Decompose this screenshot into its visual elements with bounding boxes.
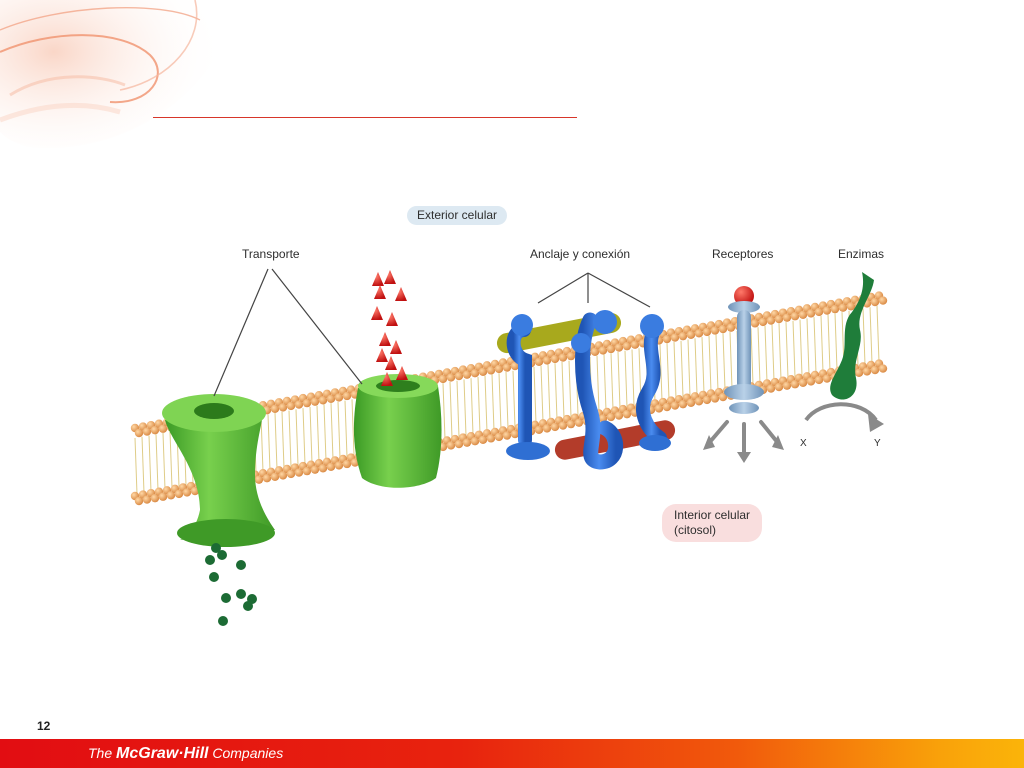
interior-label-line1: Interior celular — [674, 508, 751, 522]
transported-cones — [371, 270, 408, 386]
footer-bar: The McGraw·Hill Companies — [0, 739, 1024, 768]
interior-label-line2: (citosol) — [674, 523, 717, 537]
substrate-x-label: X — [800, 438, 807, 449]
transport-label: Transporte — [242, 247, 300, 261]
interior-label: Interior celular (citosol) — [662, 504, 763, 542]
page-number: 12 — [37, 719, 51, 733]
receptor-protein — [703, 286, 784, 463]
title-rule — [153, 117, 577, 118]
publisher-logo: The McGraw·Hill Companies — [88, 745, 284, 762]
transport-channel-1 — [162, 394, 275, 547]
exterior-label: Exterior celular — [407, 206, 508, 225]
anchoring-label: Anclaje y conexión — [530, 247, 631, 261]
enzyme-protein — [804, 272, 884, 432]
decorative-swirl — [0, 0, 215, 149]
receptors-label: Receptores — [712, 247, 774, 261]
anchoring-proteins — [496, 310, 676, 470]
transport-channel-2 — [353, 374, 442, 488]
leader-lines — [213, 268, 651, 397]
product-y-label: Y — [874, 438, 881, 449]
enzymes-label: Enzimas — [838, 247, 885, 261]
transported-particles — [205, 543, 257, 626]
